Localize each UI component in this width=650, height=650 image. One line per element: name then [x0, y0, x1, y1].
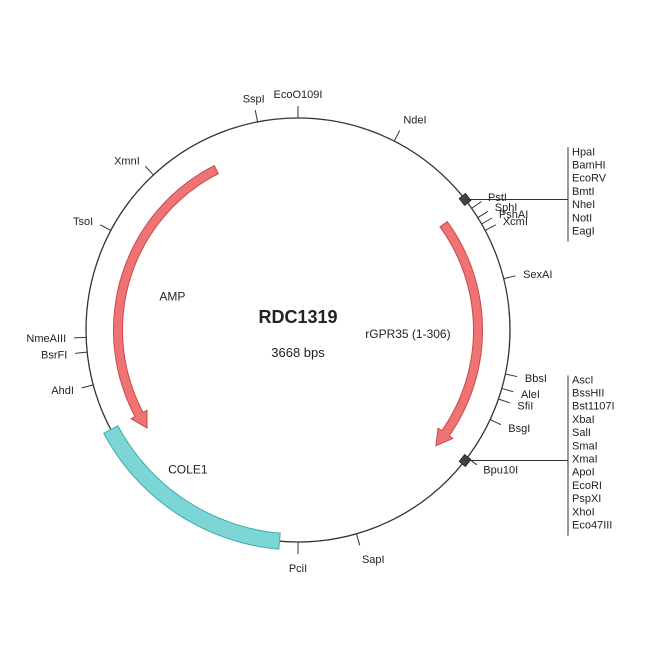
site-label-sphi: SphI	[495, 202, 518, 214]
site-tick-ndei	[393, 130, 401, 142]
site-label-sapi: SapI	[362, 554, 385, 566]
site-label-pspxi: PspXI	[572, 493, 601, 505]
plasmid-name: RDC1319	[258, 307, 337, 327]
site-label-ecori: EcoRI	[572, 480, 602, 492]
site-label-nhei: NheI	[572, 199, 595, 211]
site-tick-sexai	[503, 275, 516, 280]
site-label-bbsi: BbsI	[525, 373, 547, 385]
site-label-pcii: PciI	[289, 563, 307, 575]
site-tick-ahdi	[81, 384, 94, 389]
site-label-ecoo109i: EcoO109I	[274, 89, 323, 101]
site-label-asci: AscI	[572, 374, 593, 386]
site-label-bpu10i: Bpu10I	[483, 465, 518, 477]
site-label-xhoi: XhoI	[572, 506, 595, 518]
site-label-bamhi: BamHI	[572, 159, 606, 171]
site-tick-sspi	[254, 110, 259, 122]
feature-rgpr35-1-306	[435, 220, 483, 447]
site-label-eco47iii: Eco47III	[572, 520, 612, 532]
site-label-xbai: XbaI	[572, 414, 595, 426]
site-label-ahdi: AhdI	[51, 385, 74, 397]
site-label-bsgi: BsgI	[508, 423, 530, 435]
site-label-hpai: HpaI	[572, 146, 595, 158]
site-label-xcmi: XcmI	[503, 216, 528, 228]
feature-label-amp: AMP	[159, 289, 185, 303]
site-label-noti: NotI	[572, 212, 592, 224]
site-label-apoi: ApoI	[572, 467, 595, 479]
site-tick-xcmi	[484, 224, 497, 231]
site-label-sspi: SspI	[243, 93, 265, 105]
site-tick-pshai	[481, 217, 493, 225]
site-label-bmti: BmtI	[572, 186, 595, 198]
site-label-sexai: SexAI	[523, 269, 552, 281]
site-tick-bbsi	[505, 373, 518, 378]
site-label-ndei: NdeI	[403, 114, 426, 126]
site-label-bst1107i: Bst1107I	[572, 401, 615, 413]
site-label-pshai: PshAI	[499, 209, 528, 221]
site-tick-bsrfi	[75, 351, 88, 354]
site-tick-bsgi	[489, 419, 502, 426]
site-label-xmni: XmnI	[114, 155, 140, 167]
site-label-alei: AleI	[521, 389, 540, 401]
site-tick-sapi	[355, 533, 361, 546]
feature-cole1	[103, 425, 281, 550]
site-label-bsrfi: BsrFI	[41, 349, 67, 361]
site-label-nmeaiii: NmeAIII	[26, 333, 66, 345]
site-label-tsoi: TsoI	[73, 216, 93, 228]
site-label-eagi: EagI	[572, 225, 595, 237]
site-label-xmai: XmaI	[572, 454, 598, 466]
site-tick-sfii	[498, 398, 510, 404]
site-label-smai: SmaI	[572, 440, 598, 452]
site-label-psti: PstI	[488, 192, 507, 204]
site-label-bsshii: BssHII	[572, 388, 604, 400]
feature-label-cole1: COLE1	[168, 462, 208, 476]
site-label-sfii: SfiI	[517, 401, 533, 413]
feature-amp	[113, 164, 219, 429]
site-tick-tsoi	[99, 224, 112, 231]
site-label-ecorv: EcoRV	[572, 173, 607, 185]
site-tick-alei	[501, 387, 514, 393]
plasmid-size: 3668 bps	[271, 345, 325, 360]
site-tick-xmni	[144, 165, 154, 176]
feature-label-rgpr35-1-306: rGPR35 (1-306)	[365, 327, 450, 341]
site-tick-sphi	[477, 210, 489, 219]
site-tick-psti	[471, 201, 482, 209]
site-label-sali: SalI	[572, 427, 591, 439]
